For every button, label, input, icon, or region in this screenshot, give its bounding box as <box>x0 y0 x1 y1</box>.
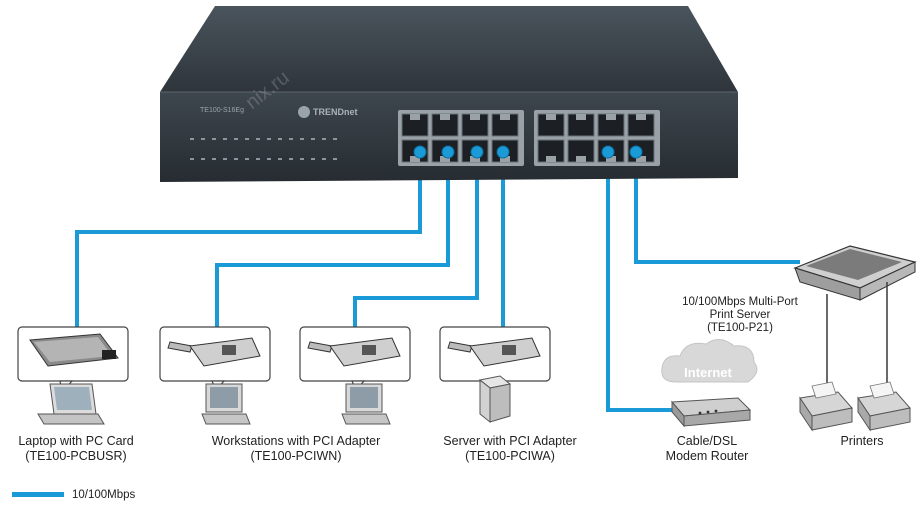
status-led <box>333 158 337 160</box>
status-led <box>256 158 260 160</box>
status-led <box>311 158 315 160</box>
label-print-server-line3: (TE100-P21) <box>707 322 773 334</box>
laptop-icon <box>37 383 105 425</box>
label-server-line1: Server with PCI Adapter <box>443 434 577 448</box>
status-led <box>190 158 194 160</box>
workstation-pc-icon <box>341 383 391 425</box>
cable-workstation-2 <box>353 155 479 330</box>
trendnet-logo: TRENDnet <box>298 106 358 118</box>
status-led <box>234 158 238 160</box>
pc-card-icon <box>29 333 119 367</box>
status-led <box>212 158 216 160</box>
status-led <box>278 158 282 160</box>
status-led <box>311 138 315 140</box>
pci-card-icon <box>447 337 541 367</box>
status-led <box>300 158 304 160</box>
printer-icon-1 <box>799 381 853 432</box>
label-laptop-line2: (TE100-PCBUSR) <box>25 449 127 463</box>
label-server-line2: (TE100-PCIWA) <box>465 449 555 463</box>
status-led <box>201 138 205 140</box>
label-workstations-line1: Workstations with PCI Adapter <box>211 434 381 448</box>
internet-cloud: Internet <box>661 339 758 383</box>
status-led <box>223 138 227 140</box>
cable-laptop <box>75 155 422 330</box>
status-led <box>234 138 238 140</box>
label-laptop: Laptop with PC Card (TE100-PCBUSR) <box>0 434 152 464</box>
status-leds <box>190 138 337 160</box>
status-led <box>278 138 282 140</box>
label-router: Cable/DSL Modem Router <box>650 434 764 464</box>
status-led <box>289 158 293 160</box>
printer-cables <box>826 282 888 388</box>
status-led <box>201 158 205 160</box>
label-printers-line1: Printers <box>840 434 884 448</box>
status-led <box>267 158 271 160</box>
pci-card-icon <box>167 337 261 367</box>
cable-router <box>606 155 680 412</box>
label-print-server-line2: Print Server <box>709 309 771 321</box>
label-printers: Printers <box>820 434 904 449</box>
pci-adapter-unit-3 <box>439 326 551 424</box>
router-icon <box>670 397 752 428</box>
label-router-line1: Cable/DSL <box>676 434 738 448</box>
label-print-server-line1: 10/100Mbps Multi-Port <box>682 296 798 308</box>
switch-brand: TRENDnet <box>313 107 358 117</box>
pci-adapter-unit-1 <box>159 326 271 425</box>
status-led <box>289 138 293 140</box>
status-led <box>212 138 216 140</box>
cable-plugs <box>413 145 643 159</box>
label-laptop-line1: Laptop with PC Card <box>18 434 134 448</box>
status-led <box>300 138 304 140</box>
port-block-left <box>398 110 524 166</box>
server-tower-icon <box>478 375 512 424</box>
status-led <box>223 158 227 160</box>
status-led <box>267 138 271 140</box>
status-led <box>322 138 326 140</box>
cable-workstation-1 <box>215 155 450 330</box>
port-block-right <box>534 110 660 166</box>
label-print-server: 10/100Mbps Multi-Port Print Server (TE10… <box>666 296 814 335</box>
cable-print-server <box>634 155 800 264</box>
laptop-device <box>17 326 129 425</box>
status-led <box>245 158 249 160</box>
pci-card-icon <box>307 337 401 367</box>
svg-text:TE100-S16Eg: TE100-S16Eg <box>200 107 244 114</box>
cloud-label: Internet <box>684 365 732 380</box>
printer-icon-2 <box>857 381 911 432</box>
legend-swatch <box>12 492 64 497</box>
pci-adapter-unit-2 <box>299 326 411 425</box>
status-led <box>190 138 194 140</box>
label-server: Server with PCI Adapter (TE100-PCIWA) <box>430 434 590 464</box>
label-router-line2: Modem Router <box>665 449 749 463</box>
switch: TE100-S16Eg TRENDnet nix.ru <box>160 6 738 182</box>
label-workstations-line2: (TE100-PCIWN) <box>250 449 342 463</box>
workstation-pc-icon <box>201 383 251 425</box>
status-led <box>333 138 337 140</box>
status-led <box>256 138 260 140</box>
cables <box>75 155 800 412</box>
status-led <box>322 158 326 160</box>
print-server-icon <box>793 245 917 301</box>
legend-label: 10/100Mbps <box>72 489 136 501</box>
label-workstations: Workstations with PCI Adapter (TE100-PCI… <box>196 434 396 464</box>
status-led <box>245 138 249 140</box>
legend <box>12 492 64 497</box>
pci-adapter-group <box>159 326 551 425</box>
